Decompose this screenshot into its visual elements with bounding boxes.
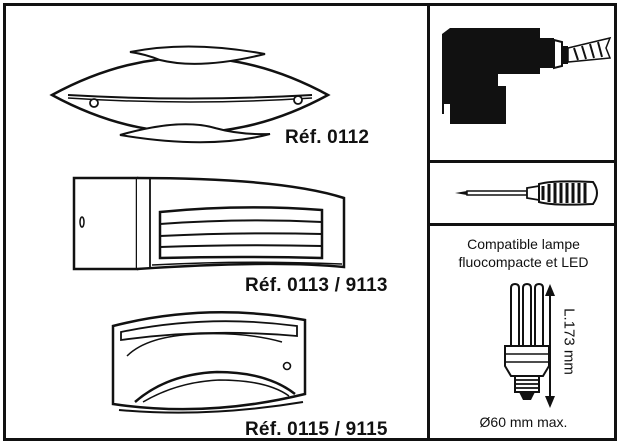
product-ref-0113-9113: Réf. 0113 / 9113 xyxy=(245,275,388,296)
drill-icon xyxy=(442,28,612,124)
lamp-length-label: L.173 mm xyxy=(560,308,578,375)
rectangular-louvre-wall-light-icon xyxy=(72,176,346,271)
lamp-diameter-label: Ø60 mm max. xyxy=(479,414,568,430)
compact-fluorescent-lamp-icon xyxy=(504,282,550,400)
half-moon-wall-light-icon xyxy=(111,311,307,414)
screwdriver-icon xyxy=(455,180,598,206)
tools-divider xyxy=(427,160,617,163)
lamp-divider xyxy=(427,223,617,226)
product-ref-0115-9115: Réf. 0115 / 9115 xyxy=(245,419,388,440)
column-divider xyxy=(427,3,430,441)
product-ref-0112: Réf. 0112 xyxy=(285,127,370,148)
lamp-compat-line2: fluocompacte et LED xyxy=(458,254,589,270)
length-arrow-icon xyxy=(545,284,555,408)
oval-wall-light-icon xyxy=(49,45,331,144)
lamp-compat-line1: Compatible lampe xyxy=(467,236,580,252)
outer-frame xyxy=(3,3,617,441)
